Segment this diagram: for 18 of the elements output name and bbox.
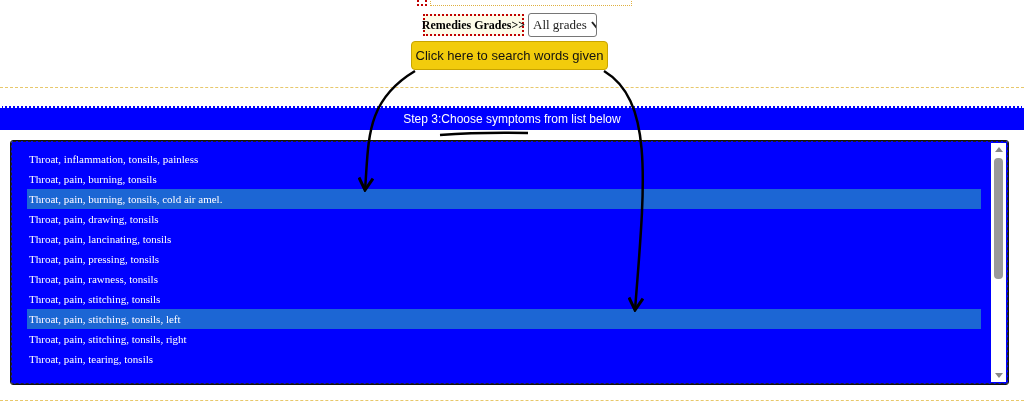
search-button: Click here to search words given — [411, 41, 608, 70]
list-item: Throat, inflammation, tonsils, painless — [27, 149, 981, 169]
hand-drawn-arrow — [603, 70, 645, 312]
selected-list-item: Throat, pain, burning, tonsils, cold air amel. — [27, 189, 377, 209]
list-item: Throat, pain, tearing, tonsils — [27, 349, 981, 369]
symptom-list — [11, 141, 1008, 384]
step-heading: Step 3:Choose symptoms from list below — [392, 108, 632, 130]
list-item: Throat, pain, stitching, tonsils, right — [27, 329, 981, 349]
list-item: Throat, pain, stitching, tonsils — [27, 289, 981, 309]
hand-drawn-arrow — [357, 69, 416, 192]
grade-dropdown: All grades — [528, 13, 597, 37]
list-item: Throat, pain, drawing, tonsils — [27, 209, 981, 229]
list-item: Throat, pain, lancinating, tonsils — [27, 229, 981, 249]
list-item: Throat, pain, rawness, tonsils — [27, 269, 981, 289]
list-item: Throat, pain, pressing, tonsils — [27, 249, 981, 269]
list-item: Throat, pain, burning, tonsils — [27, 169, 981, 189]
selected-list-item: Throat, pain, stitching, tonsils, left — [27, 309, 981, 329]
field-label: Remedies Grades>> — [423, 14, 524, 36]
